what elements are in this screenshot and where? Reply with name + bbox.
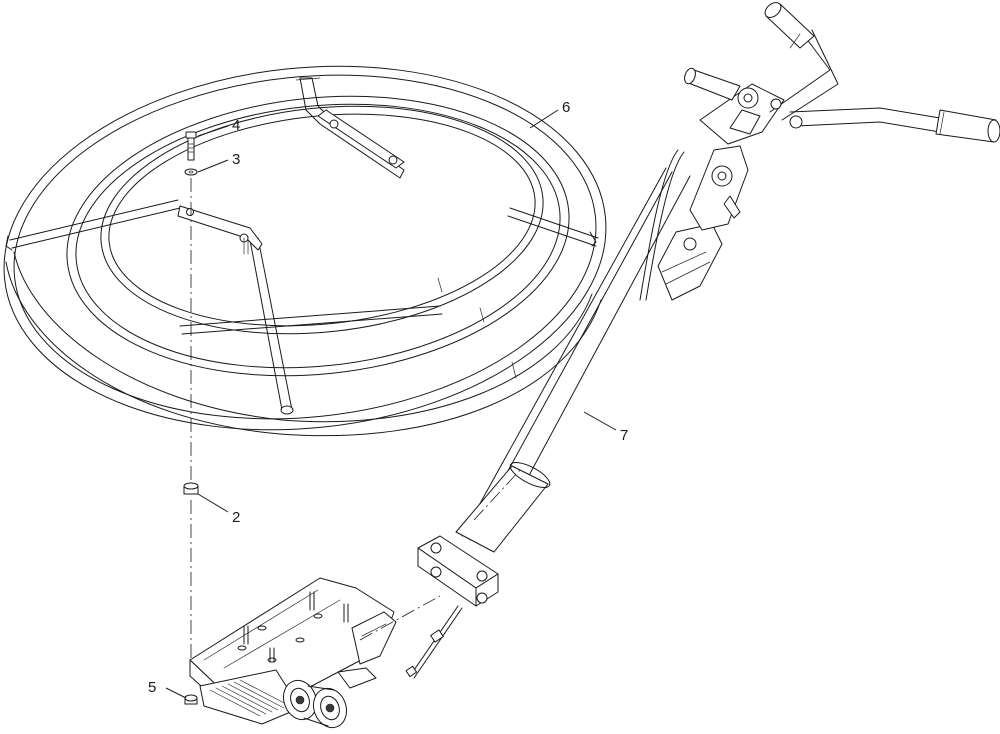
callout-2: 2	[232, 509, 240, 526]
bolt-stack	[183, 131, 199, 705]
leader-lines	[165, 109, 617, 699]
callout-5: 5	[148, 679, 156, 696]
callout-7: 7	[620, 427, 628, 444]
callout-3: 3	[232, 151, 240, 168]
handle-assembly	[417, 2, 1000, 607]
cable-rod	[359, 595, 463, 679]
gearbox-plate	[189, 577, 397, 729]
callout-6: 6	[562, 99, 570, 116]
callout-4: 4	[232, 117, 240, 134]
guard-ring-assembly	[3, 65, 607, 437]
